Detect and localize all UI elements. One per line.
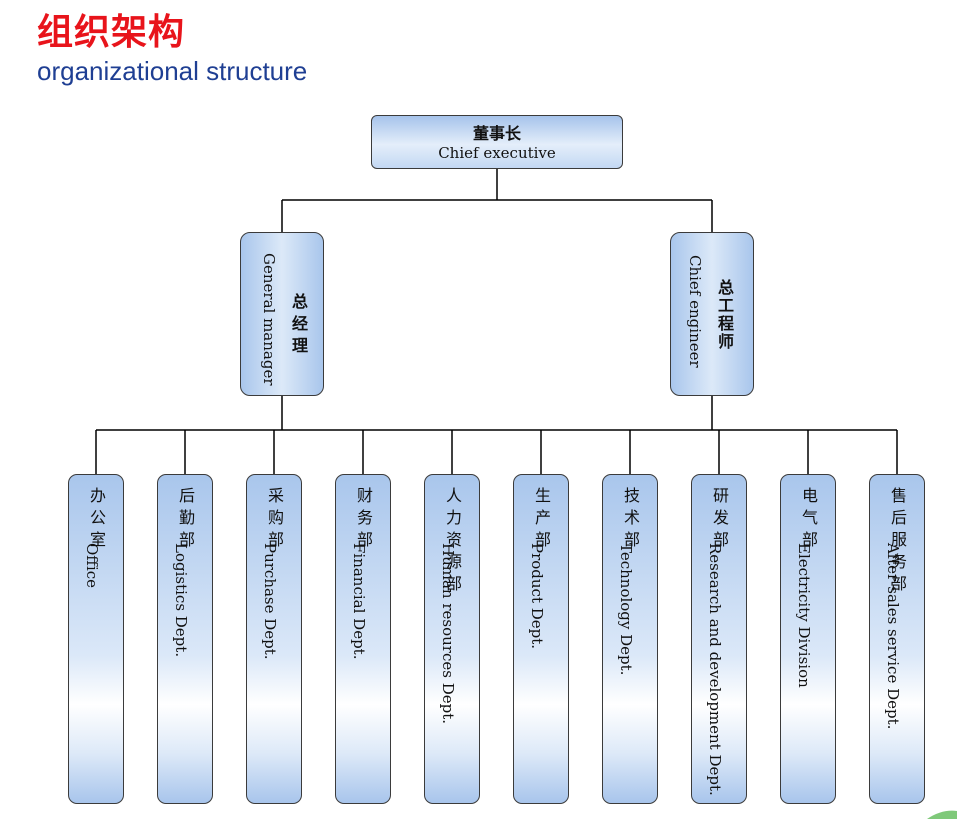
node-dept-logistics: 后勤部 Logistics Dept. (157, 474, 213, 804)
dept-label-zh: 办公室 (87, 487, 106, 553)
dept-label-en: Human resources Dept. (439, 543, 457, 724)
page-title-chinese: 组织架构 (37, 12, 186, 53)
node-dept-purchase: 采购部 Purchase Dept. (246, 474, 302, 804)
node-general-manager-zh: 总经理 (289, 293, 308, 359)
dept-label-zh: 人力资源部 (443, 487, 462, 597)
node-chief-engineer-en: Chief engineer (686, 255, 704, 368)
dept-label-en: Office (83, 543, 101, 589)
node-dept-office: 办公室 Office (68, 474, 124, 804)
dept-label-zh: 财务部 (354, 487, 373, 553)
dept-label-zh: 研发部 (710, 487, 729, 553)
node-general-manager: General manager 总经理 (240, 232, 324, 396)
dept-label-en: Logistics Dept. (172, 543, 190, 658)
node-chief-engineer: Chief engineer 总工程师 (670, 232, 754, 396)
dept-label-zh: 售后服务部 (888, 487, 907, 597)
node-chief-executive: 董事长 Chief executive (371, 115, 623, 169)
node-dept-product: 生产部 Product Dept. (513, 474, 569, 804)
dept-label-zh: 采购部 (265, 487, 284, 553)
dept-label-zh: 后勤部 (176, 487, 195, 553)
node-dept-financial: 财务部 Financial Dept. (335, 474, 391, 804)
dept-label-zh: 电气部 (799, 487, 818, 553)
node-dept-electricity: 电气部 Electricity Division (780, 474, 836, 804)
node-dept-technology: 技术部 Technology Dept. (602, 474, 658, 804)
dept-label-zh: 生产部 (532, 487, 551, 553)
node-general-manager-en: General manager (260, 253, 278, 386)
dept-label-en: Research and development Dept. (706, 543, 724, 796)
node-chief-executive-en: Chief executive (438, 144, 556, 162)
dept-label-en: Product Dept. (528, 543, 546, 650)
dept-label-en: After-sales service Dept. (884, 543, 902, 730)
dept-label-en: Purchase Dept. (261, 543, 279, 660)
node-chief-executive-zh: 董事长 (472, 124, 521, 143)
node-dept-research-development: 研发部 Research and development Dept. (691, 474, 747, 804)
dept-label-zh: 技术部 (621, 487, 640, 553)
node-dept-human-resources: 人力资源部 Human resources Dept. (424, 474, 480, 804)
corner-decoration-icon (927, 810, 957, 819)
dept-label-en: Technology Dept. (617, 543, 635, 676)
node-chief-engineer-zh: 总工程师 (715, 279, 734, 351)
node-dept-after-sales: 售后服务部 After-sales service Dept. (869, 474, 925, 804)
dept-label-en: Electricity Division (795, 543, 813, 688)
dept-label-en: Financial Dept. (350, 543, 368, 660)
page-title-english: organizational structure (37, 56, 308, 86)
